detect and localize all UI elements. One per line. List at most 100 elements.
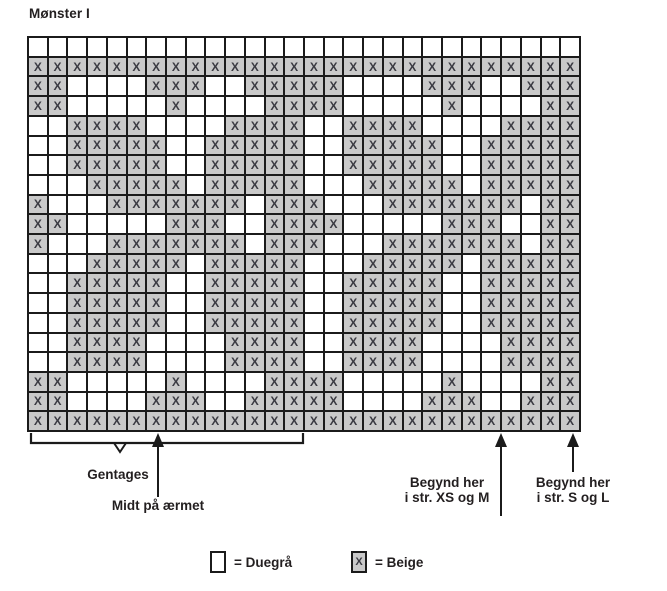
legend-duegraa-label: = Duegrå: [234, 554, 293, 570]
stitch-cell-beige: X: [403, 313, 422, 332]
stitch-cell-duegraa: [462, 353, 481, 371]
stitch-cell-duegraa: [29, 333, 47, 352]
stitch-cell-beige: X: [48, 97, 67, 115]
stitch-cell-duegraa: [107, 38, 126, 56]
stitch-cell-duegraa: [442, 274, 461, 293]
stitch-cell-beige: X: [482, 136, 501, 155]
stitch-cell-beige: X: [561, 57, 579, 76]
stitch-cell-beige: X: [324, 215, 343, 233]
stitch-cell-beige: X: [502, 195, 520, 214]
stitch-cell-duegraa: [324, 156, 343, 174]
stitch-cell-beige: X: [88, 175, 106, 194]
stitch-cell-beige: X: [383, 195, 402, 214]
stitch-cell-beige: X: [147, 77, 165, 96]
stitch-cell-beige: X: [206, 136, 225, 155]
stitch-cell-duegraa: [324, 38, 343, 56]
stitch-cell-duegraa: [88, 235, 106, 253]
stitch-cell-beige: X: [521, 116, 540, 135]
stitch-cell-duegraa: [304, 274, 323, 293]
stitch-cell-duegraa: [68, 175, 87, 194]
stitch-cell-beige: X: [68, 274, 87, 293]
stitch-cell-beige: X: [107, 333, 126, 352]
legend-beige-label: = Beige: [375, 554, 424, 570]
stitch-cell-beige: X: [206, 274, 225, 293]
stitch-cell-beige: X: [304, 235, 323, 253]
stitch-cell-beige: X: [304, 97, 323, 115]
stitch-cell-beige: X: [521, 254, 540, 273]
stitch-cell-duegraa: [166, 294, 185, 312]
stitch-cell-beige: X: [206, 294, 225, 312]
stitch-cell-duegraa: [521, 235, 540, 253]
stitch-cell-duegraa: [68, 372, 87, 391]
stitch-cell-duegraa: [68, 77, 87, 96]
stitch-cell-duegraa: [521, 372, 540, 391]
stitch-cell-beige: X: [561, 274, 579, 293]
stitch-cell-beige: X: [29, 97, 47, 115]
stitch-cell-beige: X: [29, 195, 47, 214]
stitch-cell-duegraa: [462, 313, 481, 332]
stitch-cell-duegraa: [423, 116, 441, 135]
stitch-cell-duegraa: [88, 215, 106, 233]
stitch-cell-duegraa: [423, 215, 441, 233]
stitch-cell-duegraa: [186, 97, 205, 115]
stitch-cell-beige: X: [265, 97, 284, 115]
stitch-cell-duegraa: [304, 254, 323, 273]
stitch-cell-beige: X: [561, 353, 579, 371]
stitch-cell-beige: X: [48, 215, 67, 233]
stitch-cell-beige: X: [383, 136, 402, 155]
stitch-cell-duegraa: [88, 372, 106, 391]
stitch-cell-duegraa: [344, 215, 363, 233]
stitch-cell-beige: X: [88, 294, 106, 312]
start-s-l-label-line1: Begynd her: [535, 475, 611, 490]
stitch-cell-beige: X: [462, 215, 481, 233]
stitch-cell-beige: X: [285, 136, 303, 155]
stitch-cell-beige: X: [521, 156, 540, 174]
stitch-cell-duegraa: [482, 333, 501, 352]
stitch-cell-beige: X: [364, 274, 382, 293]
stitch-cell-beige: X: [226, 57, 244, 76]
stitch-cell-beige: X: [285, 353, 303, 371]
stitch-cell-beige: X: [364, 116, 382, 135]
stitch-cell-beige: X: [482, 195, 501, 214]
stitch-cell-beige: X: [541, 195, 560, 214]
stitch-cell-beige: X: [383, 294, 402, 312]
stitch-cell-beige: X: [403, 353, 422, 371]
stitch-cell-beige: X: [68, 412, 87, 430]
stitch-cell-beige: X: [226, 156, 244, 174]
stitch-cell-beige: X: [48, 372, 67, 391]
stitch-cell-duegraa: [29, 313, 47, 332]
stitch-cell-beige: X: [383, 116, 402, 135]
stitch-cell-duegraa: [147, 372, 165, 391]
stitch-cell-duegraa: [186, 353, 205, 371]
stitch-cell-duegraa: [502, 372, 520, 391]
stitch-cell-beige: X: [127, 313, 146, 332]
stitch-cell-beige: X: [226, 333, 244, 352]
stitch-cell-beige: X: [265, 195, 284, 214]
stitch-cell-beige: X: [265, 57, 284, 76]
start-xs-m-arrow-head: [495, 433, 507, 447]
stitch-cell-beige: X: [541, 175, 560, 194]
stitch-cell-duegraa: [186, 38, 205, 56]
stitch-cell-beige: X: [226, 353, 244, 371]
stitch-cell-beige: X: [48, 77, 67, 96]
repeat-label: Gentages: [87, 467, 149, 482]
stitch-cell-duegraa: [442, 353, 461, 371]
stitch-cell-duegraa: [186, 274, 205, 293]
stitch-cell-duegraa: [462, 372, 481, 391]
stitch-cell-beige: X: [304, 77, 323, 96]
stitch-cell-beige: X: [127, 412, 146, 430]
stitch-cell-beige: X: [226, 195, 244, 214]
stitch-cell-beige: X: [147, 136, 165, 155]
stitch-cell-beige: X: [166, 254, 185, 273]
stitch-cell-duegraa: [403, 215, 422, 233]
stitch-cell-duegraa: [68, 38, 87, 56]
stitch-cell-beige: X: [502, 353, 520, 371]
stitch-cell-beige: X: [206, 313, 225, 332]
stitch-cell-duegraa: [482, 392, 501, 411]
stitch-cell-beige: X: [541, 215, 560, 233]
stitch-cell-duegraa: [127, 372, 146, 391]
stitch-cell-duegraa: [127, 77, 146, 96]
stitch-cell-duegraa: [29, 116, 47, 135]
stitch-cell-beige: X: [364, 175, 382, 194]
stitch-cell-duegraa: [29, 38, 47, 56]
